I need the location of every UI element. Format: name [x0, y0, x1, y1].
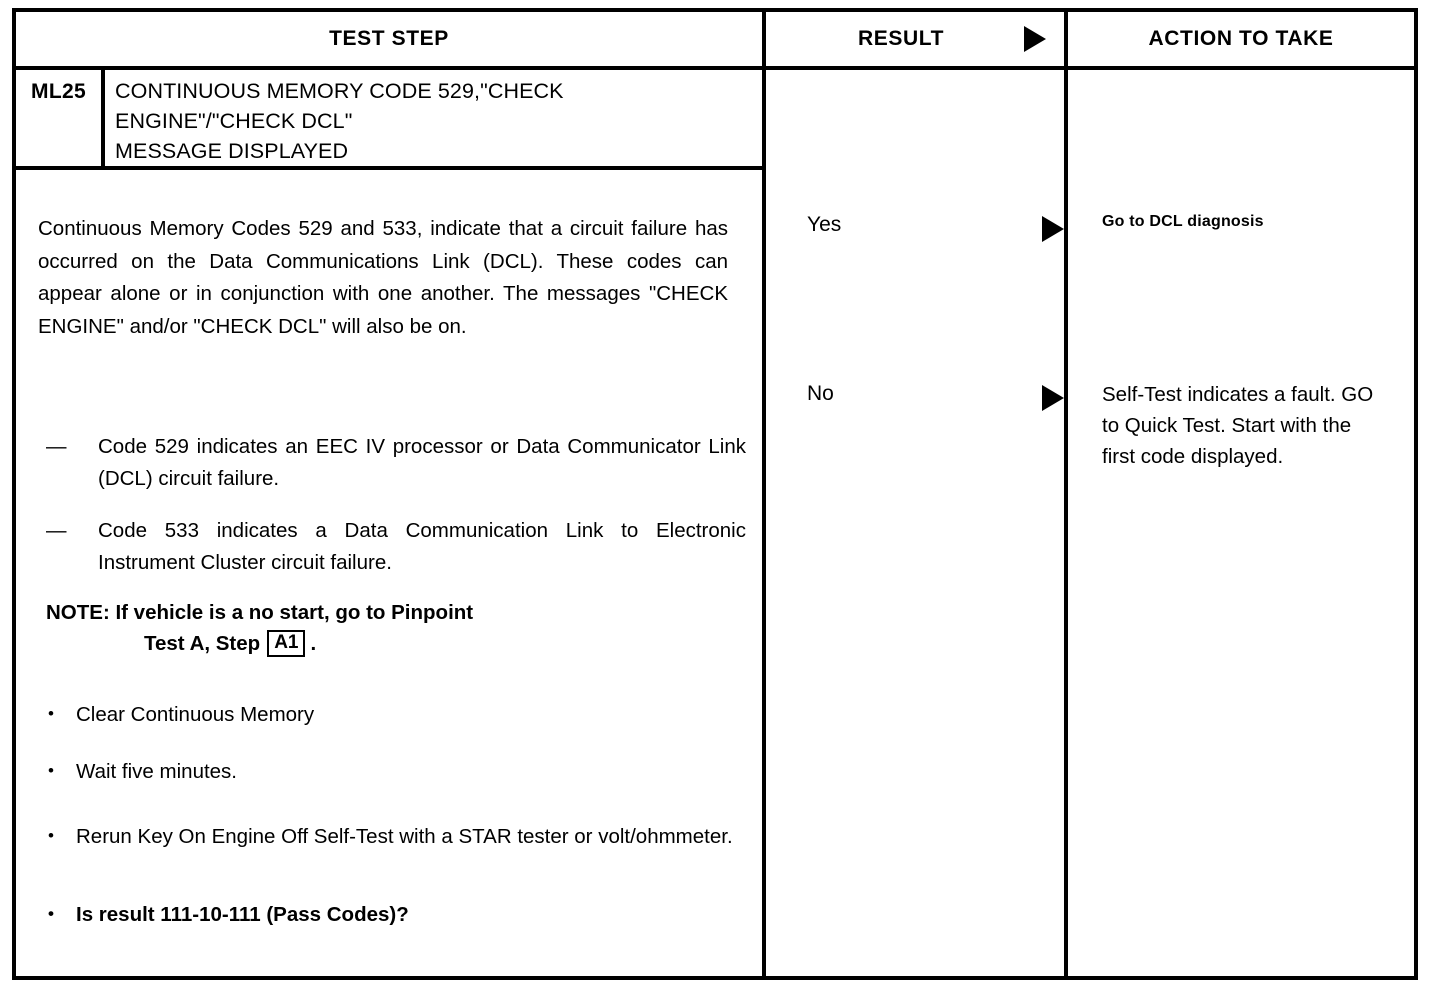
- step-title-line-1: CONTINUOUS MEMORY CODE 529,"CHECK: [115, 79, 564, 103]
- dash-list-item: — Code 529 indicates an EEC IV processor…: [46, 431, 746, 495]
- list-item-text: Clear Continuous Memory: [76, 703, 315, 726]
- list-item: • Rerun Key On Engine Off Self-Test with…: [44, 821, 750, 853]
- header-cell-test-step: TEST STEP: [329, 27, 449, 50]
- result-label-yes: Yes: [807, 213, 842, 236]
- action-column: Go to DCL diagnosis Self-Test indicates …: [1068, 70, 1414, 976]
- bullet-marker: •: [48, 826, 54, 845]
- dash-list-item-text: Code 533 indicates a Data Communication …: [98, 519, 746, 574]
- list-item: • Wait five minutes.: [44, 756, 750, 788]
- right-triangle-icon: [1024, 26, 1046, 52]
- note-line-1: NOTE: If vehicle is a no start, go to Pi…: [46, 601, 474, 624]
- result-row-yes[interactable]: Yes: [766, 213, 1064, 243]
- pinpoint-step-reference[interactable]: A1: [267, 630, 306, 657]
- list-item-text: Wait five minutes.: [76, 760, 238, 783]
- bullet-marker: •: [48, 904, 54, 923]
- column-divider-result-action: [1064, 70, 1068, 976]
- action-text-no: Self-Test indicates a fault. GO to Quick…: [1102, 383, 1374, 468]
- result-row-no[interactable]: No: [766, 382, 1064, 412]
- result-label-no: No: [807, 382, 834, 405]
- em-dash-marker: —: [46, 519, 67, 542]
- column-divider-test-result: [762, 70, 766, 976]
- right-triangle-icon: [1042, 216, 1064, 242]
- dash-list-item-text: Code 529 indicates an EEC IV processor o…: [98, 435, 746, 490]
- note-line-2-text: Test A, Step: [144, 632, 261, 655]
- dash-list-item: — Code 533 indicates a Data Communicatio…: [46, 515, 746, 579]
- header-result-label: RESULT: [858, 27, 945, 50]
- header-cell-action: ACTION TO TAKE: [1148, 27, 1334, 50]
- result-column: Yes No: [766, 70, 1064, 976]
- header-divider-1: [762, 12, 766, 66]
- list-item: • Clear Continuous Memory: [44, 699, 750, 731]
- table-header-row: TEST STEP RESULT ACTION TO TAKE: [16, 12, 1414, 70]
- test-step-column: ML25 CONTINUOUS MEMORY CODE 529,"CHECK E…: [16, 70, 762, 976]
- list-item-text: Rerun Key On Engine Off Self-Test with a…: [76, 825, 733, 848]
- note-block: NOTE: If vehicle is a no start, go to Pi…: [46, 597, 746, 659]
- step-id-badge: ML25: [16, 70, 105, 166]
- table-body: ML25 CONTINUOUS MEMORY CODE 529,"CHECK E…: [16, 70, 1414, 976]
- action-text-yes: Go to DCL diagnosis: [1102, 213, 1264, 230]
- note-line-2: Test A, Step A1 .: [46, 628, 746, 659]
- bullet-marker: •: [48, 761, 54, 780]
- list-item-text: Is result 111-10-111 (Pass Codes)?: [76, 903, 409, 926]
- list-item: • Is result 111-10-111 (Pass Codes)?: [44, 899, 750, 931]
- note-line-2-period: .: [310, 632, 317, 655]
- em-dash-marker: —: [46, 435, 67, 458]
- step-title-line-2: ENGINE"/"CHECK DCL": [115, 109, 353, 133]
- step-title-text: CONTINUOUS MEMORY CODE 529,"CHECK ENGINE…: [115, 76, 755, 166]
- header-cell-result: RESULT: [766, 12, 1156, 66]
- step-title-line-3: MESSAGE DISPLAYED: [115, 139, 349, 163]
- bullet-marker: •: [48, 704, 54, 723]
- header-divider-2: [1064, 12, 1068, 66]
- step-title-block: ML25 CONTINUOUS MEMORY CODE 529,"CHECK E…: [16, 70, 762, 170]
- right-triangle-icon: [1042, 385, 1064, 411]
- intro-paragraph: Continuous Memory Codes 529 and 533, ind…: [38, 217, 728, 338]
- diagnostic-table: TEST STEP RESULT ACTION TO TAKE ML25 CON…: [12, 8, 1418, 980]
